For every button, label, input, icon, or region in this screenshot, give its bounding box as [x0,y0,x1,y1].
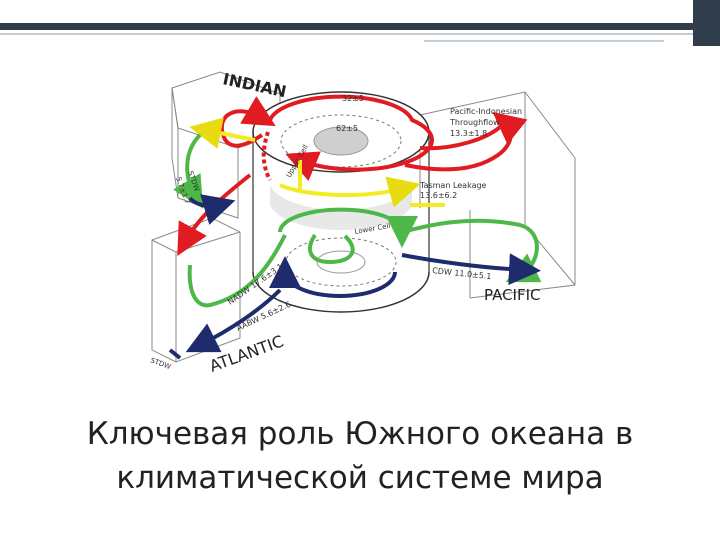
label-value-top: 32±5 [342,94,364,103]
label-throughflow-1: Pacific-Indonesian [450,107,522,116]
bottom-navy-flow [168,194,541,360]
upper-cell-yellow-flow [189,117,445,208]
upper-red-flow [177,94,528,256]
header-corner-block [693,0,720,46]
label-throughflow-2: Throughflow [449,118,500,127]
label-pacific: PACIFIC [484,286,541,304]
label-tasman-2: 13.6±6.2 [420,191,457,200]
slide-caption: Ключевая роль Южного океана в климатичес… [40,412,680,500]
label-throughflow-3: 13.3±1.8 [450,129,487,138]
atlantic-basin-box [151,217,241,363]
caption-line-1: Ключевая роль Южного океана в [86,416,634,452]
label-value-inner: 62±5 [336,124,358,133]
header-dark-stripe [0,23,693,30]
caption-line-2: климатической системе мира [116,460,604,496]
ocean-circulation-diagram: INDIAN PACIFIC ATLANTIC 32±5 62±5 Pacifi… [149,69,576,376]
slide-header-bar [0,0,720,46]
header-thin-line [0,33,693,35]
label-tasman-1: Tasman Leakage [419,181,487,190]
header-short-line [424,40,664,42]
